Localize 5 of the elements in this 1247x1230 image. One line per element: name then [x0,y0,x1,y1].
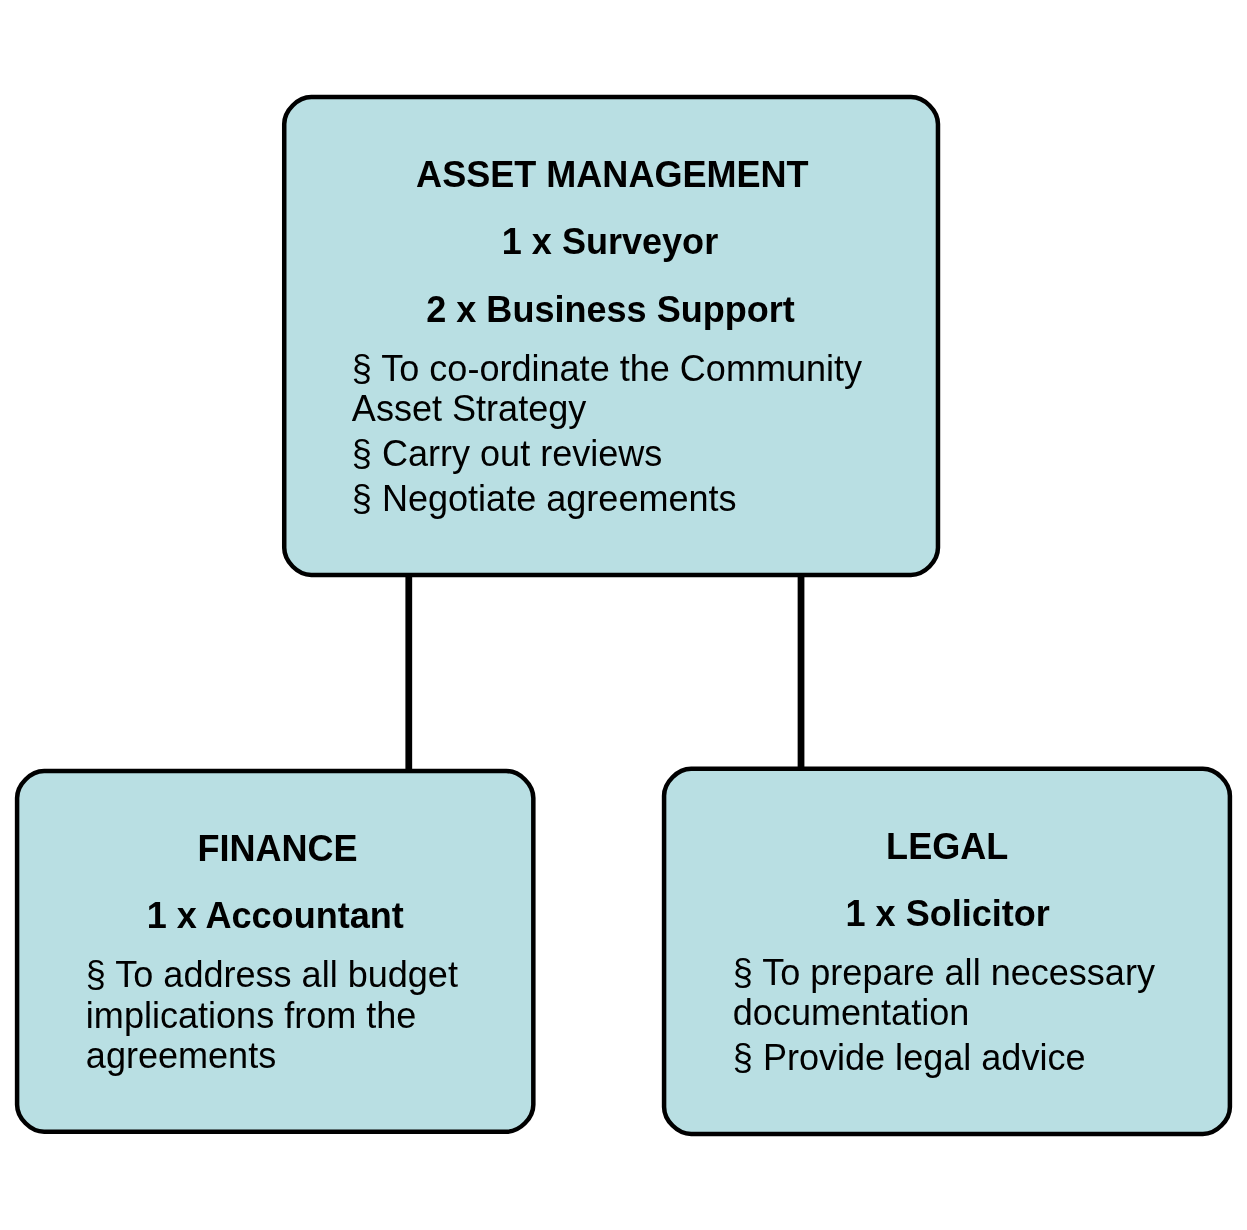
connector [797,575,805,769]
node-box: FINANCE 1 x Accountant § To address all budget implications from the agreements [14,768,536,1134]
node-box: ASSET MANAGEMENT 1 x Surveyor 2 x Business Support § To co-ordinate the Community Asset Strategy § Carry out reviews § Negotiate agreements [281,94,941,577]
node-box: LEGAL 1 x Solicitor § To prepare all necessary documentation § Provide legal advice [661,766,1233,1136]
connector [405,575,413,770]
